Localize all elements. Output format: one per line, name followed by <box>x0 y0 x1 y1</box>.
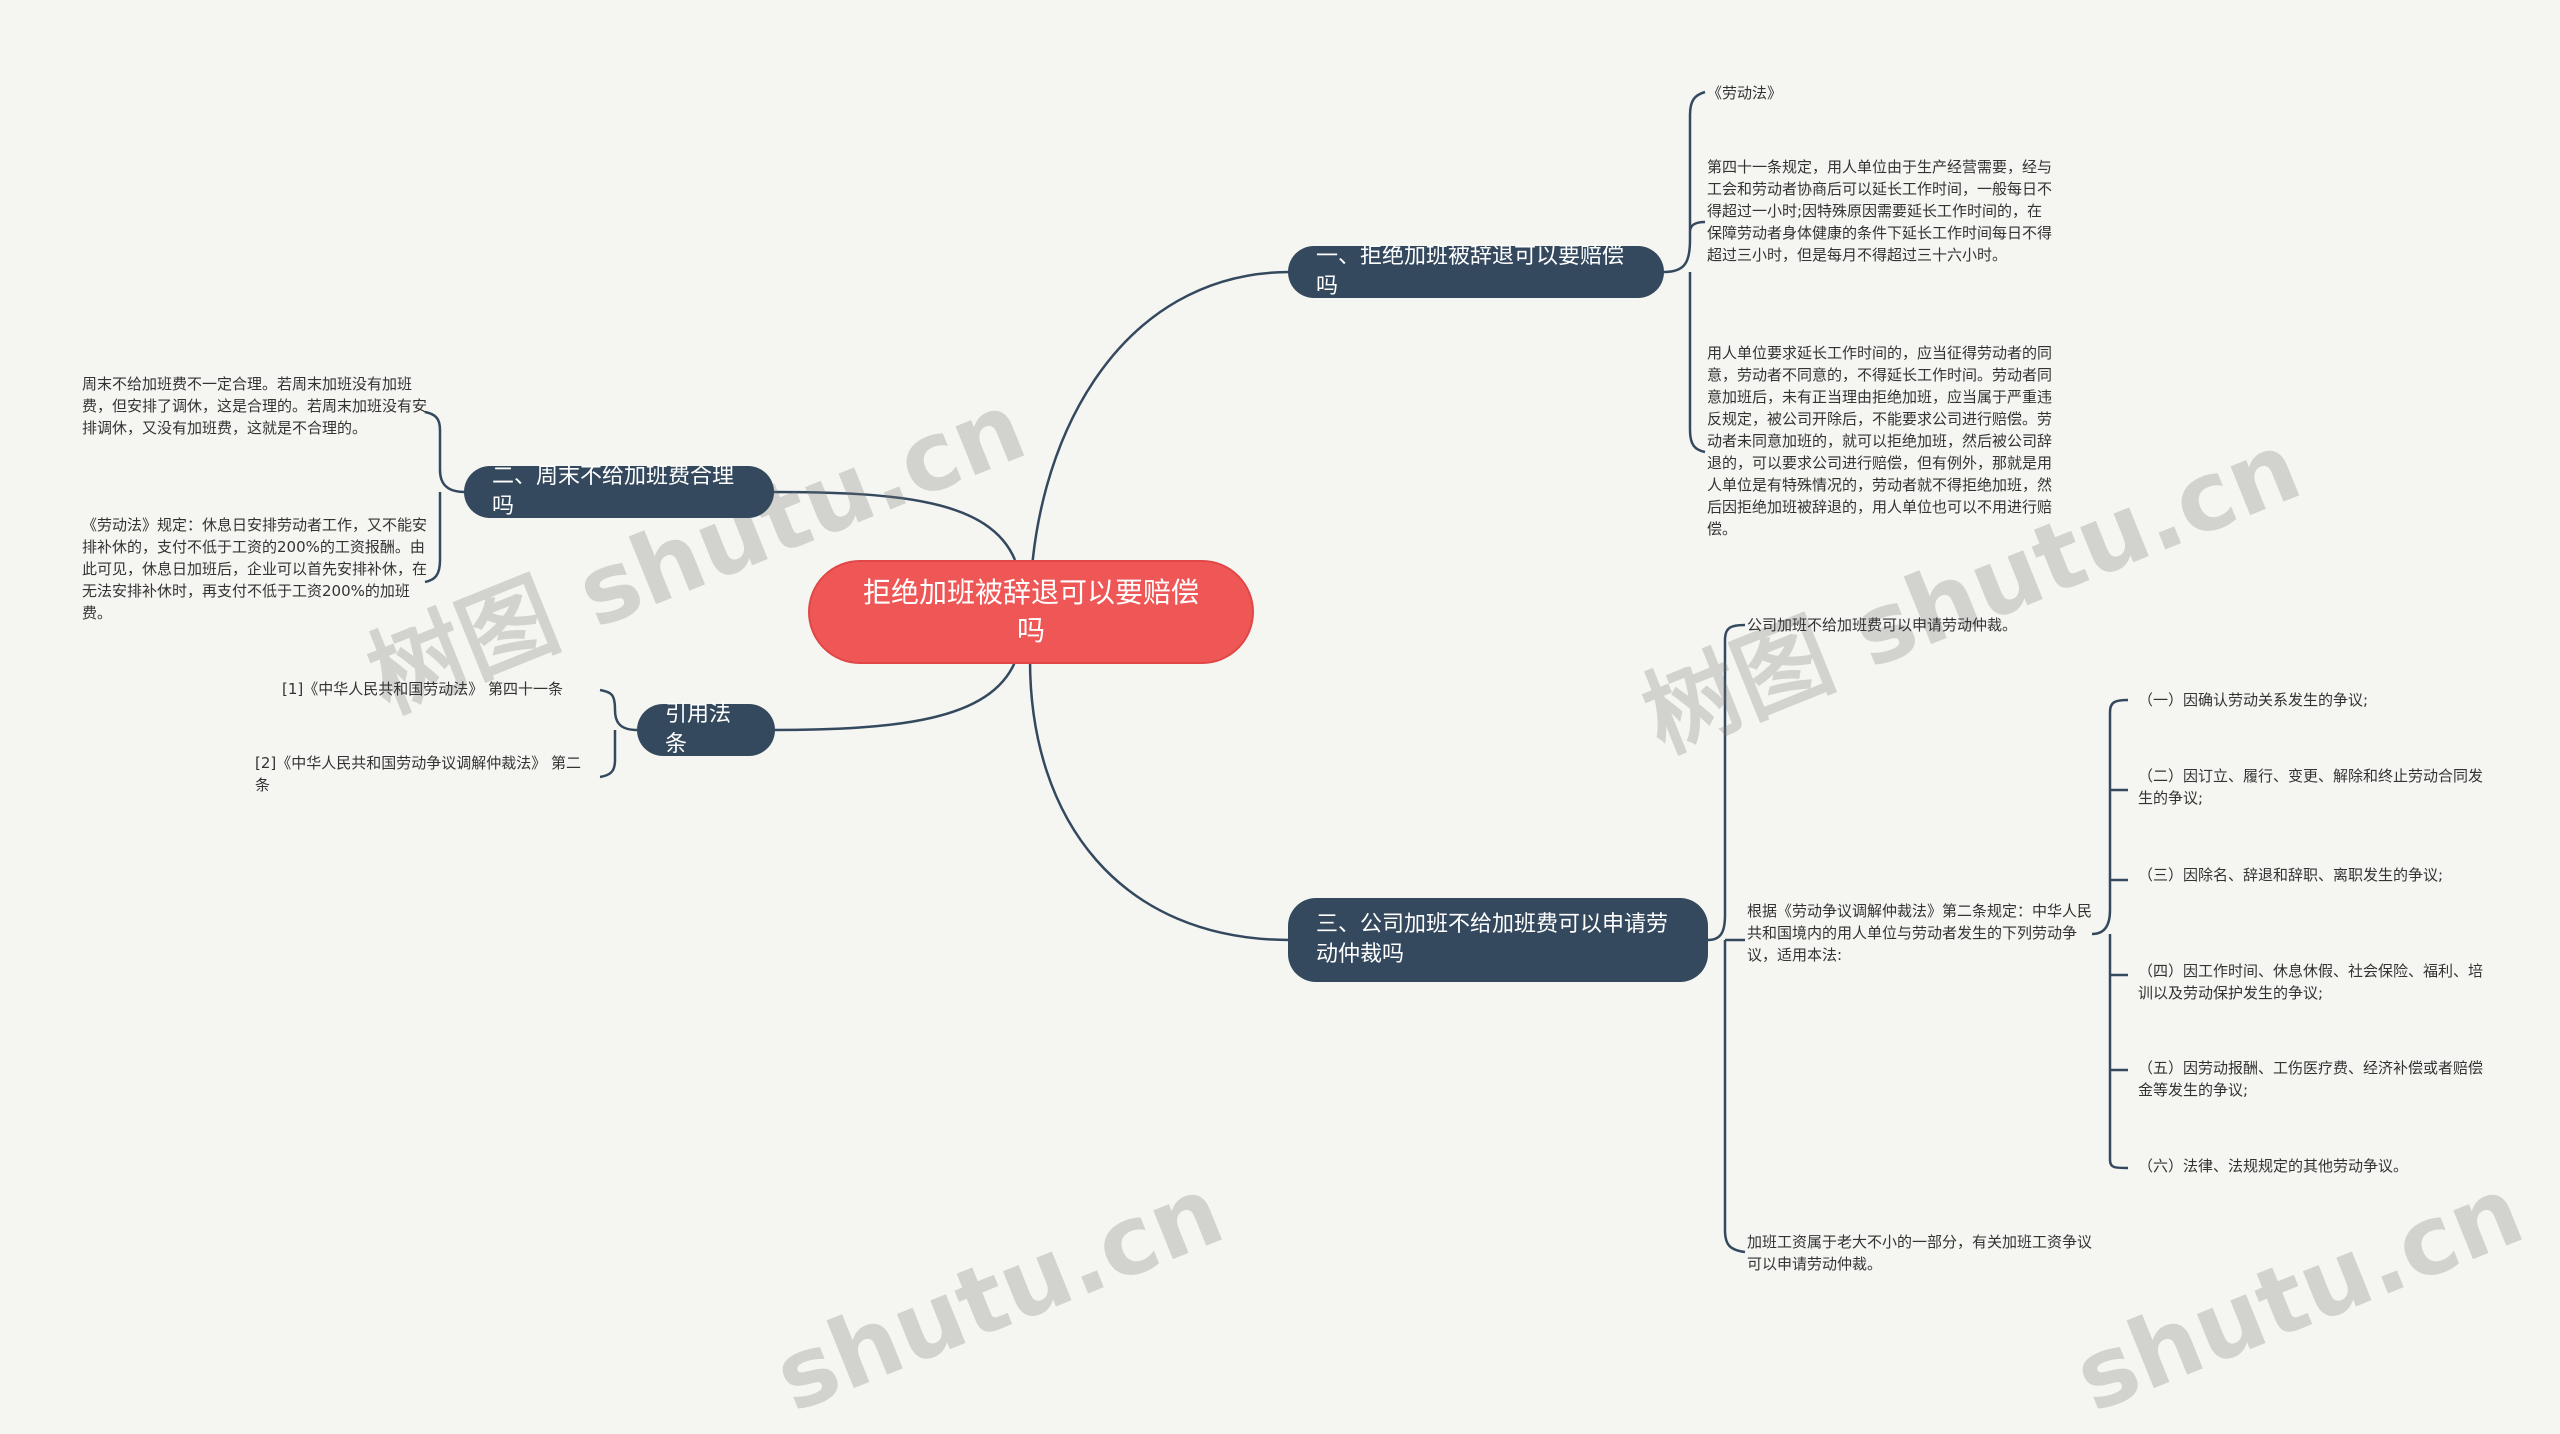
b1-leaf-3: 用人单位要求延长工作时间的，应当征得劳动者的同意，劳动者不同意的，不得延长工作时… <box>1707 344 2053 538</box>
bracket-b1 <box>1663 90 1706 454</box>
bracket-b4-sub <box>2091 698 2129 1170</box>
branch-topic-2-label: 二、周末不给加班费合理吗 <box>492 464 735 519</box>
b4-leaf-2: 根据《劳动争议调解仲裁法》第二条规定：中华人民共和国境内的用人单位与劳动者发生的… <box>1747 902 2093 964</box>
b2-leaf-1: 周末不给加班费不一定合理。若周末加班没有加班费，但安排了调休，这是合理的。若周末… <box>82 375 428 437</box>
branch-topic-3-label: 引用法条 <box>665 702 732 757</box>
b3-leaf-1: [1]《中华人民共和国劳动法》 第四十一条 <box>282 680 564 698</box>
b2-leaf-2: 《劳动法》规定：休息日安排劳动者工作，又不能安排补休的，支付不低于工资的200%… <box>82 516 428 622</box>
b4-sub-item-4: （四）因工作时间、休息休假、社会保险、福利、培训以及劳动保护发生的争议; <box>2138 962 2484 1002</box>
bracket-b4 <box>1707 623 1746 1254</box>
root-topic[interactable]: 拒绝加班被辞退可以要赔偿吗 <box>808 560 1254 664</box>
connector-root-b2 <box>769 490 1017 561</box>
b4-sub-item-2: （二）因订立、履行、变更、解除和终止劳动合同发生的争议; <box>2138 767 2484 807</box>
connector-lines <box>424 90 2129 1254</box>
branch-topic-2[interactable]: 二、周末不给加班费合理吗 <box>464 464 774 519</box>
branch-topic-4-label: 三、公司加班不给加班费可以申请劳动仲裁吗 <box>1316 912 1669 967</box>
branch-topic-1[interactable]: 一、拒绝加班被辞退可以要赔偿吗 <box>1288 244 1664 299</box>
b4-sub-item-1: （一）因确认劳动关系发生的争议; <box>2138 691 2369 709</box>
branch-topic-4[interactable]: 三、公司加班不给加班费可以申请劳动仲裁吗 <box>1288 898 1708 982</box>
b1-leaf-2: 第四十一条规定，用人单位由于生产经营需要，经与工会和劳动者协商后可以延长工作时间… <box>1707 158 2053 264</box>
mind-map-canvas: 树图 shutu.cn 树图 shutu.cn 拒绝加班被辞退可以要赔偿吗 一、… <box>82 84 2538 1434</box>
connector-root-b4 <box>1028 659 1291 942</box>
connector-root-b1 <box>1028 270 1291 613</box>
branch-topic-1-label: 一、拒绝加班被辞退可以要赔偿吗 <box>1316 244 1625 299</box>
branch-topic-3[interactable]: 引用法条 <box>637 702 775 757</box>
b3-leaf-2: [2]《中华人民共和国劳动争议调解仲裁法》 第二条 <box>255 754 582 794</box>
b4-sub-item-5: （五）因劳动报酬、工伤医疗费、经济补偿或者赔偿金等发生的争议; <box>2138 1059 2484 1099</box>
b4-leaf-1: 公司加班不给加班费可以申请劳动仲裁。 <box>1747 616 2018 634</box>
b4-leaf-3: 加班工资属于老大不小的一部分，有关加班工资争议可以申请劳动仲裁。 <box>1747 1233 2093 1273</box>
root-topic-label: 拒绝加班被辞退可以要赔偿吗 <box>862 576 1199 647</box>
b4-sub-item-3: （三）因除名、辞退和辞职、离职发生的争议; <box>2138 866 2444 884</box>
bracket-b3 <box>599 688 638 779</box>
b1-leaf-1: 《劳动法》 <box>1707 84 1783 102</box>
connector-root-b3 <box>769 661 1017 732</box>
b4-sub-item-6: （六）法律、法规规定的其他劳动争议。 <box>2138 1157 2409 1175</box>
bracket-b2 <box>424 410 466 584</box>
